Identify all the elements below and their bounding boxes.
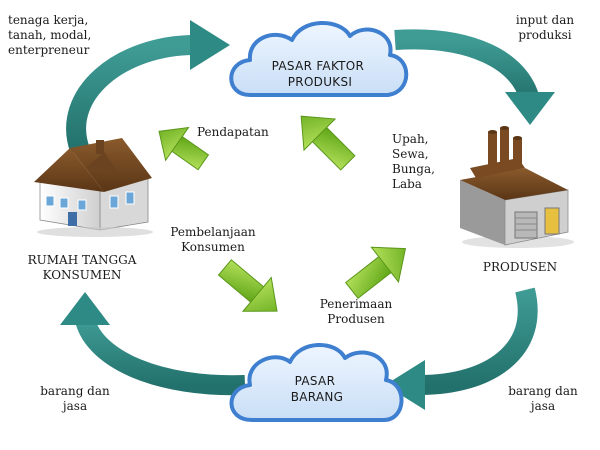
teal-arrow-bottom-left: [60, 292, 246, 396]
label-barang-jasa-right: barang dan jasa: [508, 384, 578, 413]
label-pendapatan: Pendapatan: [197, 125, 269, 139]
cloud-pasar-faktor-produksi: PASAR FAKTOR PRODUKSI: [229, 21, 409, 97]
label-tenaga-kerja: tenaga kerja, tanah, modal, enterpreneur: [8, 13, 92, 57]
teal-arrow-top-right: [394, 29, 555, 125]
pasar-barang-label: PASAR BARANG: [291, 374, 344, 404]
label-barang-jasa-left: barang dan jasa: [40, 384, 110, 413]
house-icon: [34, 138, 153, 237]
label-upah-sewa-bunga-laba: Upah, Sewa, Bunga, Laba: [392, 132, 435, 191]
factory-icon: [460, 126, 574, 248]
green-arrow-pembelanjaan: [217, 259, 278, 312]
label-penerimaan-produsen: Penerimaan Produsen: [319, 297, 393, 326]
cloud-pasar-barang: PASAR BARANG: [229, 343, 404, 422]
green-arrow-penerimaan: [344, 246, 407, 300]
green-arrow-upah: [300, 115, 356, 171]
label-produsen: PRODUSEN: [482, 260, 558, 274]
teal-arrow-top-left: [66, 20, 230, 154]
teal-arrow-bottom-right: [385, 287, 538, 410]
label-input-produksi: input dan produksi: [515, 13, 575, 42]
pasar-faktor-produksi-label: PASAR FAKTOR PRODUKSI: [272, 59, 369, 89]
label-rumah-tangga-konsumen: RUMAH TANGGA KONSUMEN: [27, 253, 137, 282]
label-pembelanjaan-konsumen: Pembelanjaan Konsumen: [170, 225, 256, 254]
green-arrow-pendapatan: [158, 126, 210, 171]
